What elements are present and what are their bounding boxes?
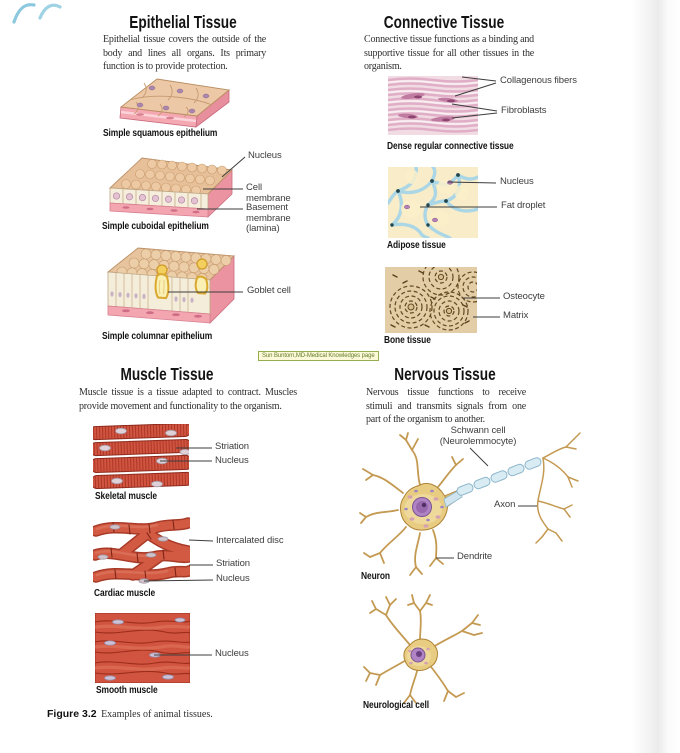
muscle-section-title: Muscle Tissue [120, 364, 214, 384]
adipose-caption: Adipose tissue [387, 240, 446, 251]
schwann-cell-label: Schwann cell (Neurolemmocyte) [439, 425, 517, 447]
cuboidal-nucleus-label: Nucleus [248, 150, 282, 161]
bone-illustration [385, 267, 477, 333]
adipose-illustration [388, 167, 478, 238]
dense-connective-illustration [388, 76, 478, 135]
connective-description: Connective tissue functions as a binding… [364, 34, 534, 72]
skeletal-muscle-caption: Skeletal muscle [95, 491, 157, 502]
dendrite-label: Dendrite [457, 551, 493, 562]
nervous-section-title: Nervous Tissue [394, 364, 496, 384]
neurological-cell-caption: Neurological cell [363, 700, 429, 711]
cardiac-muscle-illustration [93, 517, 190, 584]
smooth-muscle-illustration [95, 613, 190, 683]
connective-section-title: Connective Tissue [383, 12, 505, 32]
columnar-epithelium-illustration [106, 247, 236, 324]
matrix-label: Matrix [503, 310, 529, 321]
epithelial-section-title: Epithelial Tissue [129, 12, 237, 32]
squamous-epithelium-illustration [119, 78, 231, 128]
collagenous-fibers-label: Collagenous fibers [500, 75, 577, 86]
skeletal-striation-label: Striation [215, 441, 249, 452]
dense-connective-caption: Dense regular connective tissue [387, 141, 514, 152]
fibroblasts-label: Fibroblasts [501, 105, 547, 116]
columnar-caption: Simple columnar epithelium [102, 331, 213, 342]
page-edge-shadow [632, 0, 680, 753]
skeletal-muscle-illustration [93, 424, 189, 489]
intercalated-disc-label: Intercalated disc [216, 535, 284, 546]
figure-caption: Figure 3.2 Examples of animal tissues. [47, 704, 213, 722]
figure-text: Examples of animal tissues. [101, 709, 213, 720]
cardiac-striation-label: Striation [216, 558, 250, 569]
cuboidal-cell-membrane-label: Cell membrane [246, 182, 291, 204]
muscle-description: Muscle tissue is a tissue adapted to con… [79, 387, 297, 412]
cuboidal-basement-membrane-label: Basement membrane (lamina) [246, 202, 291, 234]
axon-label: Axon [494, 499, 516, 510]
squamous-caption: Simple squamous epithelium [103, 128, 218, 139]
adipose-nucleus-label: Nucleus [500, 176, 534, 187]
page-corner-logo-icon [12, 3, 62, 24]
smooth-nucleus-label: Nucleus [215, 648, 249, 659]
cardiac-nucleus-label: Nucleus [216, 573, 250, 584]
osteocyte-label: Osteocyte [503, 291, 545, 302]
skeletal-nucleus-label: Nucleus [215, 455, 249, 466]
epithelial-description: Epithelial tissue covers the outside of … [103, 34, 266, 72]
bone-caption: Bone tissue [384, 335, 431, 346]
cardiac-muscle-caption: Cardiac muscle [94, 588, 156, 599]
watermark-badge: Sun Buntorn,MD-Medical Knowledges page [258, 351, 379, 361]
neuron-caption: Neuron [361, 571, 390, 582]
cuboidal-epithelium-illustration [108, 157, 233, 218]
neurological-cell-illustration [363, 594, 483, 704]
neuron-illustration [359, 432, 581, 576]
smooth-muscle-caption: Smooth muscle [96, 685, 158, 696]
goblet-cell-label: Goblet cell [247, 285, 291, 296]
nervous-description: Nervous tissue functions to receive stim… [366, 387, 526, 425]
figure-number: Figure 3.2 [47, 708, 97, 720]
fat-droplet-label: Fat droplet [501, 200, 546, 211]
cuboidal-caption: Simple cuboidal epithelium [102, 221, 209, 232]
